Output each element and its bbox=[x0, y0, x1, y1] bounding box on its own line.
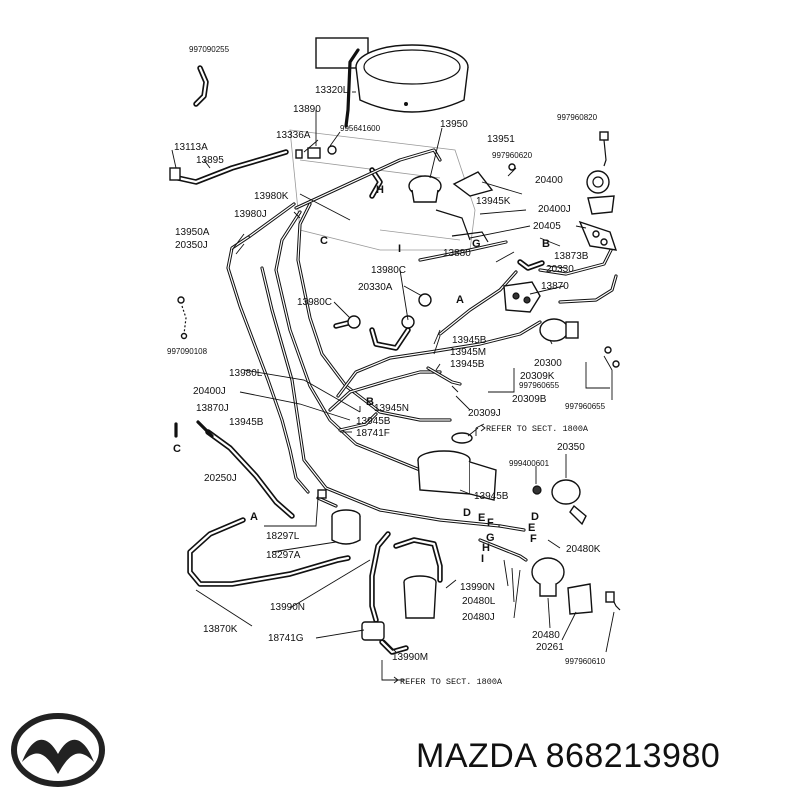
letter-i-lower: I bbox=[481, 553, 484, 565]
label-20330a: 20330A bbox=[358, 282, 393, 293]
label-13990n-left: 13990N bbox=[270, 602, 305, 613]
label-13990m: 13990M bbox=[392, 652, 428, 663]
label-999400601: 999400601 bbox=[509, 459, 550, 468]
letter-h-top: H bbox=[376, 184, 384, 196]
label-13945b-left: 13945B bbox=[229, 417, 264, 428]
letter-c-top: C bbox=[320, 235, 328, 247]
letter-d-right: D bbox=[531, 511, 539, 523]
label-20250j: 20250J bbox=[204, 473, 237, 484]
label-995641600: 995641600 bbox=[340, 124, 381, 133]
label-13951: 13951 bbox=[487, 134, 515, 145]
letter-b-mid: B bbox=[366, 396, 374, 408]
label-20330: 20330 bbox=[546, 264, 574, 275]
label-20309b: 20309B bbox=[512, 394, 547, 405]
label-13945b-lower: 13945B bbox=[474, 491, 509, 502]
label-20350j: 20350J bbox=[175, 240, 208, 251]
label-13113a: 13113A bbox=[174, 142, 208, 153]
label-13873b: 13873B bbox=[554, 251, 589, 262]
vacuum-pipe-bundle bbox=[226, 148, 618, 562]
label-20350: 20350 bbox=[557, 442, 585, 453]
label-13895: 13895 bbox=[196, 155, 224, 166]
label-997090255: 997090255 bbox=[189, 45, 230, 54]
letter-h-lower: H bbox=[482, 542, 490, 554]
label-13945k: 13945K bbox=[476, 196, 511, 207]
label-20300: 20300 bbox=[534, 358, 562, 369]
part-labels: 997090255 13320L 13890 13336A 995641600 … bbox=[167, 45, 606, 666]
label-20400j-lower: 20400J bbox=[193, 386, 226, 397]
brand-title: MAZDA 868213980 bbox=[416, 737, 720, 776]
label-13980c-lower: 13980C bbox=[297, 297, 332, 308]
letter-d-mid: D bbox=[463, 507, 471, 519]
letter-e-mid: E bbox=[478, 512, 485, 524]
label-13945b-a: 13945B bbox=[452, 335, 487, 346]
letter-i-top: I bbox=[398, 243, 401, 255]
label-20309k: 20309K bbox=[520, 371, 555, 382]
label-20480l: 20480L bbox=[462, 596, 496, 607]
label-997960655-b: 997960655 bbox=[565, 402, 606, 411]
letter-e-right: E bbox=[528, 522, 535, 534]
label-13320l: 13320L bbox=[315, 85, 349, 96]
label-18297l: 18297L bbox=[266, 531, 300, 542]
label-18297a: 18297A bbox=[266, 550, 301, 561]
label-997960655-a: 997960655 bbox=[519, 381, 560, 390]
reference-note-lower: REFER TO SECT. 1800A bbox=[400, 677, 503, 687]
part-number: 868213980 bbox=[545, 737, 721, 775]
label-20480j: 20480J bbox=[462, 612, 495, 623]
label-13990n-right: 13990N bbox=[460, 582, 495, 593]
label-13945n: 13945N bbox=[374, 403, 409, 414]
thick-hoses bbox=[175, 65, 545, 655]
label-13945m: 13945M bbox=[450, 347, 486, 358]
mazda-logo-icon bbox=[11, 713, 105, 787]
label-13870: 13870 bbox=[541, 281, 569, 292]
label-13980c-upper: 13980C bbox=[371, 265, 406, 276]
label-13890: 13890 bbox=[293, 104, 321, 115]
connection-letters: H C I G A B B C A D E F D E F G H I bbox=[173, 184, 550, 565]
label-13870j: 13870J bbox=[196, 403, 229, 414]
reference-note-upper: REFER TO SECT. 1800A bbox=[486, 424, 589, 434]
label-13980l: 13980L bbox=[229, 368, 263, 379]
letter-f-right: F bbox=[530, 533, 537, 545]
label-20400j: 20400J bbox=[538, 204, 571, 215]
air-cleaner-housing bbox=[315, 37, 469, 128]
letter-g-lower: G bbox=[486, 532, 495, 544]
letter-g-top: G bbox=[472, 238, 481, 250]
letter-a-mid: A bbox=[456, 294, 464, 306]
label-13945b-b: 13945B bbox=[450, 359, 485, 370]
label-18741g: 18741G bbox=[268, 633, 304, 644]
brand-name: MAZDA bbox=[416, 737, 536, 775]
label-13950a: 13950A bbox=[175, 227, 210, 238]
label-13336a: 13336A bbox=[276, 130, 311, 141]
letter-a-lower: A bbox=[250, 511, 258, 523]
label-20480: 20480 bbox=[532, 630, 560, 641]
components bbox=[169, 131, 621, 641]
letter-b-right: B bbox=[542, 238, 550, 250]
label-13880: 13880 bbox=[443, 248, 471, 259]
label-18741f: 18741F bbox=[356, 428, 390, 439]
label-13870k: 13870K bbox=[203, 624, 238, 635]
letter-f-mid: F bbox=[487, 517, 494, 529]
label-20400: 20400 bbox=[535, 175, 563, 186]
label-13980j: 13980J bbox=[234, 209, 267, 220]
label-13980k: 13980K bbox=[254, 191, 289, 202]
letter-c-left: C bbox=[173, 443, 181, 455]
leader-lines bbox=[171, 91, 615, 681]
label-20480k: 20480K bbox=[566, 544, 601, 555]
label-997090108: 997090108 bbox=[167, 347, 208, 356]
label-20309j: 20309J bbox=[468, 408, 501, 419]
label-997960610: 997960610 bbox=[565, 657, 606, 666]
label-997960620: 997960620 bbox=[492, 151, 533, 160]
label-20405: 20405 bbox=[533, 221, 561, 232]
label-997960820: 997960820 bbox=[557, 113, 598, 122]
label-13945b-mid: 13945B bbox=[356, 416, 391, 427]
label-20261: 20261 bbox=[536, 642, 564, 653]
reference-notes: REFER TO SECT. 1800A REFER TO SECT. 1800… bbox=[392, 423, 589, 687]
label-13950: 13950 bbox=[440, 119, 468, 130]
